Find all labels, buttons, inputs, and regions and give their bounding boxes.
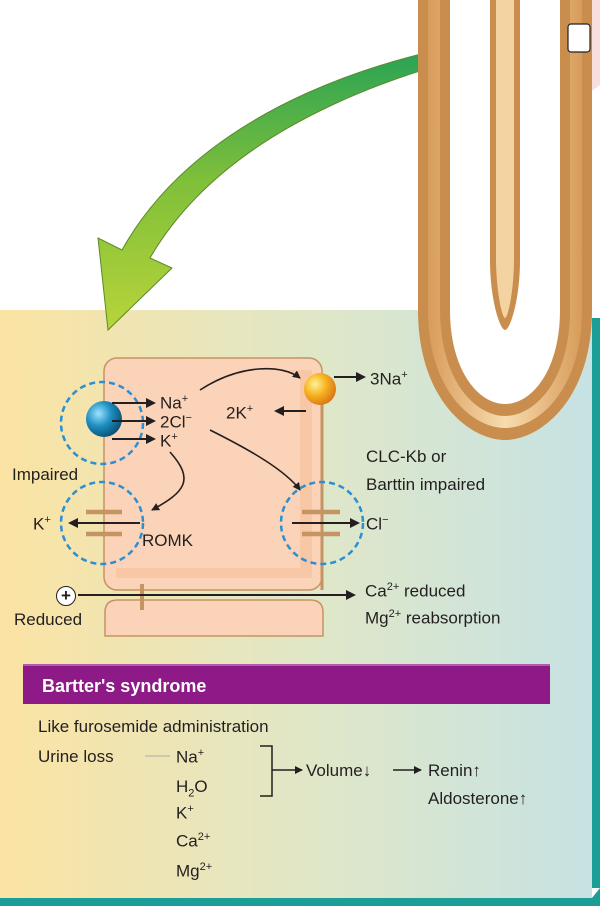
na-k-atpase	[304, 373, 336, 405]
aldosterone-label: Aldosterone↑	[428, 789, 528, 808]
lower-cell	[104, 599, 324, 637]
urine-loss-label: Urine loss	[38, 747, 114, 766]
romk-impaired-ring	[59, 480, 145, 566]
clc-label: CLC-Kb or	[366, 447, 447, 466]
reduced-label: Reduced	[14, 610, 83, 629]
cl-out-label: Cl−	[366, 514, 389, 534]
renin-label: Renin↑	[428, 761, 481, 780]
three-na-label: 3Na+	[370, 369, 408, 389]
cl-label: 2Cl−	[160, 412, 192, 432]
nkcc2-impaired-ring	[59, 380, 145, 466]
romk-channel	[68, 509, 140, 537]
syndrome-subtitle: Like furosemide administration	[38, 717, 269, 736]
bracket	[260, 745, 273, 797]
clc-kb-channel	[292, 509, 360, 537]
mg-reabsorption-label: Mg2+ reabsorption	[365, 608, 501, 628]
ca-reduced-label: Ca2+ reduced	[365, 581, 466, 601]
nkcc2-transporter	[86, 401, 122, 437]
impaired-label: Impaired	[12, 465, 79, 484]
plus-icon: +	[56, 586, 76, 606]
barttin-label: Barttin impaired	[366, 475, 486, 494]
loss-h2o: H2O	[176, 777, 208, 800]
loss-k: K+	[176, 803, 194, 823]
zoom-arrow-icon	[97, 29, 571, 332]
clc-impaired-ring	[279, 480, 365, 566]
syndrome-title: Bartter's syndrome	[23, 664, 550, 704]
loss-mg: Mg2+	[176, 861, 213, 881]
k-label: K+	[160, 431, 178, 451]
loss-na: Na+	[176, 747, 205, 767]
na-label: Na+	[160, 393, 189, 413]
k-out-label: K+	[33, 514, 51, 534]
tubular-cell	[103, 357, 324, 591]
romk-label: ROMK	[142, 531, 193, 550]
two-k-label: 2K+	[226, 403, 254, 423]
loop-of-henle	[418, 0, 592, 440]
volume-label: Volume↓	[306, 761, 372, 780]
loss-ca: Ca2+	[176, 831, 211, 851]
